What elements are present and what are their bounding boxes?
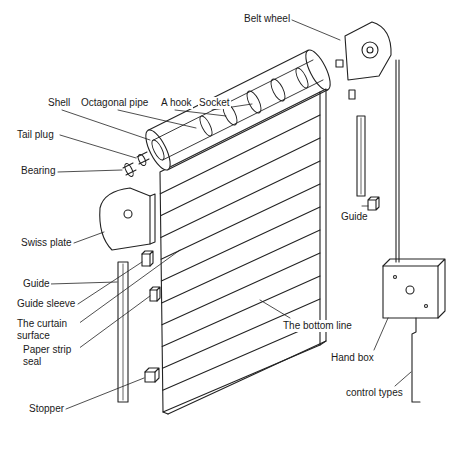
part-label: Tail plug bbox=[16, 129, 55, 141]
curtain-slat bbox=[163, 322, 320, 390]
left-parts bbox=[100, 152, 160, 402]
part-label: Swiss plate bbox=[20, 237, 73, 249]
curtain-slat bbox=[161, 138, 320, 216]
part-label: Belt wheel bbox=[243, 13, 291, 25]
shell-housing bbox=[141, 47, 335, 174]
part-label: Paper strip seal bbox=[22, 344, 80, 367]
curtain-slat bbox=[162, 253, 320, 325]
curtain-slat bbox=[162, 230, 320, 303]
curtain-slat bbox=[161, 184, 320, 259]
part-label: Guide bbox=[22, 278, 51, 290]
part-label: A hook bbox=[160, 97, 193, 109]
curtain-slat bbox=[162, 299, 320, 368]
part-label: Shell bbox=[47, 97, 71, 109]
part-label: Octagonal pipe bbox=[80, 97, 149, 109]
part-label: The curtain surface bbox=[16, 318, 80, 341]
part-label: The bottom line bbox=[282, 320, 353, 332]
curtain-slat bbox=[161, 161, 320, 237]
right-parts bbox=[336, 22, 445, 402]
part-label: Stopper bbox=[28, 403, 65, 415]
curtain-slat bbox=[162, 276, 320, 347]
part-label: Bearing bbox=[20, 165, 56, 177]
part-label: Guide sleeve bbox=[16, 298, 76, 310]
curtain-slat bbox=[160, 115, 320, 194]
leader-lines bbox=[50, 20, 411, 409]
curtain-slat bbox=[161, 207, 320, 281]
part-label: Hand box bbox=[330, 352, 375, 364]
part-label: control types bbox=[345, 387, 404, 399]
part-label: Socket bbox=[198, 97, 231, 109]
curtain-surface bbox=[160, 89, 326, 414]
part-label: Guide bbox=[340, 211, 369, 223]
